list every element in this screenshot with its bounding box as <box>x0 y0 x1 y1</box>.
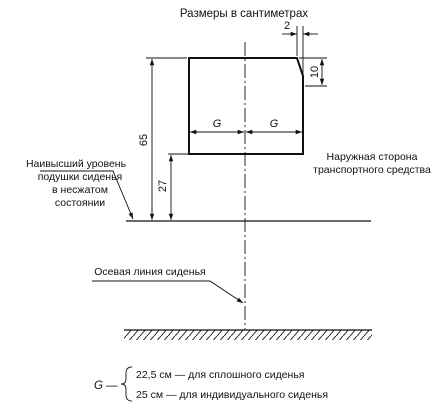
cushion-level-label-4: состоянии <box>55 197 105 209</box>
seat-axis-label: Осевая линия сиденья <box>94 266 205 278</box>
dim-g-left-label: G <box>213 118 222 130</box>
dim-2-label: 2 <box>284 20 290 32</box>
cushion-level-label-1: Наивысший уровень <box>26 158 127 170</box>
cushion-level-label-2: подушки сиденья <box>38 171 123 183</box>
cushion-level-leader <box>40 170 134 220</box>
outer-side-label-1: Наружная сторона <box>327 151 418 163</box>
formula-symbol: G <box>94 380 103 392</box>
formula-brace <box>120 366 133 402</box>
cushion-level-label-3: в несжатом <box>52 184 108 196</box>
formula-option-2: 25 см — для индивидуального сиденья <box>136 389 328 401</box>
formula-equals: — <box>106 380 118 392</box>
seat-axis-leader <box>92 280 244 304</box>
formula-option-1: 22,5 см — для сплошного сиденья <box>136 369 305 381</box>
floor-hatching <box>124 330 372 340</box>
zone-rectangle <box>188 57 304 155</box>
dim-65-label: 65 <box>138 134 150 146</box>
dim-10-label: 10 <box>309 66 321 78</box>
dim-27-label: 27 <box>157 180 169 192</box>
outer-side-label-2: транспортного средства <box>313 164 431 176</box>
units-note: Размеры в сантиметрах <box>180 8 308 20</box>
dim-g-right-label: G <box>270 118 279 130</box>
